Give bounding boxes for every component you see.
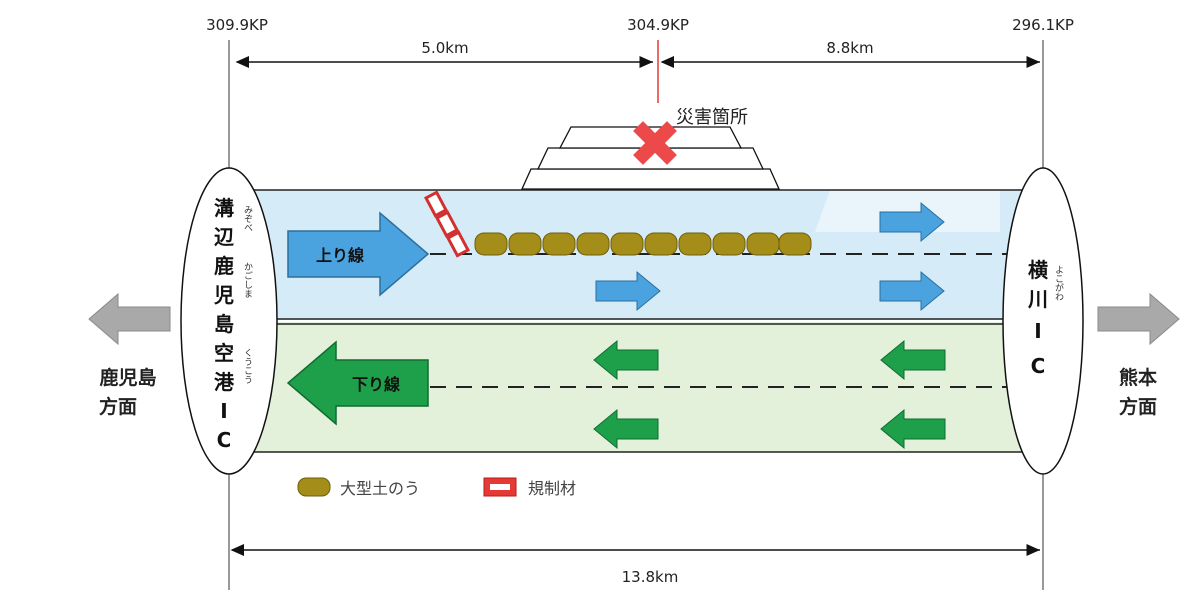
embankment <box>520 126 781 190</box>
sandbag <box>644 232 678 256</box>
down-small-arrow <box>880 339 946 381</box>
sandbag-row <box>474 232 812 256</box>
sandbag <box>542 232 576 256</box>
direction-arrow-right-icon <box>1097 292 1180 346</box>
legend-barrier-label: 規制材 <box>528 479 576 498</box>
legend-sandbag-swatch <box>297 477 331 497</box>
down-small-arrow <box>593 408 659 450</box>
direction-left-line2: 方面 <box>99 395 137 418</box>
ic-left-ruby-text: くうこう <box>242 348 252 384</box>
legend-barrier-swatch <box>483 477 517 497</box>
upper-lane-highlight <box>815 190 1000 232</box>
up-small-arrow <box>879 201 945 243</box>
disaster-label: 災害箇所 <box>676 107 748 128</box>
down-line-label: 下り線 <box>352 375 400 394</box>
sandbag <box>576 232 610 256</box>
direction-arrow-left-icon <box>88 292 171 346</box>
up-line-arrow <box>287 211 430 297</box>
ic-right-char: I <box>1034 319 1041 343</box>
disaster-x-icon <box>633 121 677 165</box>
ic-right-name: 横 川 I C <box>1027 258 1049 378</box>
kp-label-right: 296.1KP <box>1012 16 1074 34</box>
up-line-label: 上り線 <box>316 246 364 265</box>
direction-left-line1: 鹿児島 <box>99 366 156 389</box>
kp-label-left: 309.9KP <box>206 16 268 34</box>
barrier-group <box>423 190 471 258</box>
sandbag <box>474 232 508 256</box>
ic-left-char: I <box>220 399 227 423</box>
ic-left-ruby: みぞべ かごしま くうこう <box>242 205 253 384</box>
ic-right-char: 川 <box>1027 287 1048 311</box>
kp-label-center: 304.9KP <box>627 16 689 34</box>
ic-left-char: 鹿 <box>214 254 234 278</box>
distance-label-total: 13.8km <box>622 568 679 586</box>
legend-sandbag-label: 大型土のう <box>340 479 420 498</box>
up-small-arrow <box>879 270 945 312</box>
ic-left-char: 辺 <box>214 225 234 249</box>
distance-label-right: 8.8km <box>826 39 873 57</box>
ic-left-char: 島 <box>214 312 234 336</box>
ic-left-char: 溝 <box>214 196 234 220</box>
ic-right-char: C <box>1031 354 1046 378</box>
sandbag <box>712 232 746 256</box>
sandbag <box>678 232 712 256</box>
direction-right-line1: 熊本 <box>1119 366 1157 389</box>
sandbag <box>778 232 812 256</box>
sandbag <box>508 232 542 256</box>
ic-left-char: 港 <box>214 370 235 394</box>
down-line-arrow <box>286 340 429 426</box>
ic-left-ruby-text: みぞべ <box>242 205 253 232</box>
up-small-arrow <box>595 270 661 312</box>
ic-left-char: 空 <box>214 341 234 365</box>
direction-right-line2: 方面 <box>1119 395 1157 418</box>
ic-left-char: C <box>217 428 232 452</box>
ic-left-char: 児 <box>213 283 234 307</box>
ic-left-ruby-text: かごしま <box>242 262 253 298</box>
down-small-arrow <box>593 339 659 381</box>
ic-right-ellipse <box>1002 167 1084 475</box>
ic-left-name: 溝 辺 鹿 児 島 空 港 I C <box>213 196 235 452</box>
ic-right-ruby-text: よこがわ <box>1053 265 1064 301</box>
ic-right-char: 横 <box>1028 258 1049 282</box>
sandbag <box>746 232 780 256</box>
sandbag <box>610 232 644 256</box>
distance-label-left: 5.0km <box>421 39 468 57</box>
down-small-arrow <box>880 408 946 450</box>
